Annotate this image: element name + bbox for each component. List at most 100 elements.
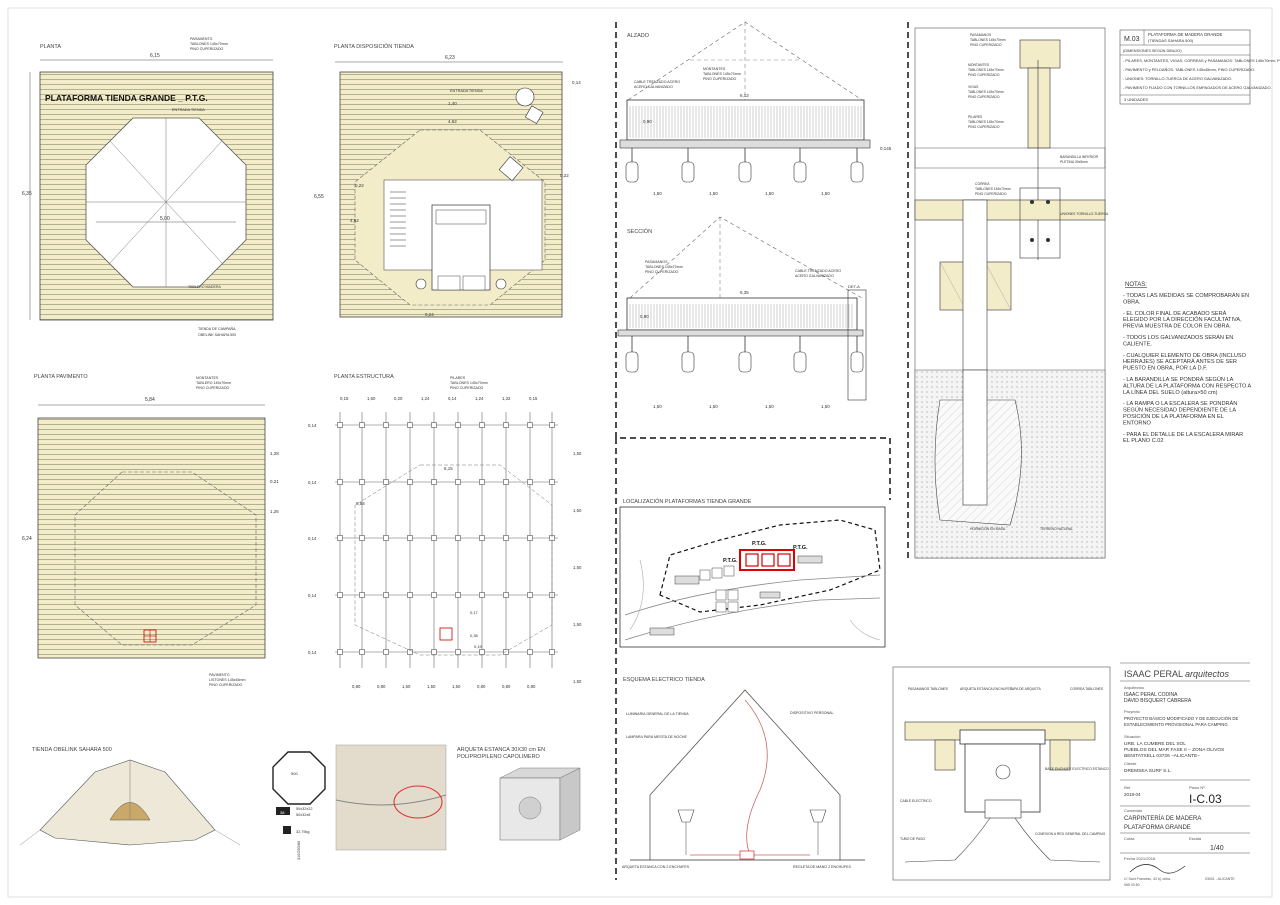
localizacion-label-3: P.T.G. [793, 545, 808, 551]
legend-item: - PAVIMENTO y PELDAÑOS: TABLONES 145x45m… [1123, 67, 1255, 72]
disposicion-dim-top: 6,23 [445, 55, 455, 61]
legend-code-desc-3: (DIMENSIONES SEGÚN DIBUJO) [1123, 48, 1182, 53]
title-block: ISAAC PERAL arquitectos Arquitectos ISAA… [1120, 662, 1250, 887]
seccion-note-a1: PASAMANOS [645, 260, 668, 264]
product-images: TIENDA OBELINK SAHARA 500 500 38 50x32x2… [19, 744, 581, 860]
arquitectos-label: Arquitectos [1124, 685, 1144, 690]
ref-label: Ref [1124, 785, 1131, 790]
estructura-top-dim: 0,14 [448, 396, 457, 401]
estructura-note-2: TABLONES 145x70mm [450, 381, 488, 385]
estructura-left-dim: 0,14 [308, 536, 317, 541]
disposicion-dim-c: 4,62 [350, 218, 359, 223]
estructura-top-dim: 0,20 [394, 396, 403, 401]
ptg-highlight [739, 549, 795, 571]
detail-label: TABLONES 145x70mm [968, 68, 1004, 72]
escala-label: Escala [1189, 836, 1202, 841]
arqueta-note: ARQUETA ESTANCA ENCHUFES [960, 687, 1013, 691]
detail-label: TABLONES 145x70mm [970, 38, 1006, 42]
alzado-railing [626, 99, 865, 141]
city: 03001 - ALICANTE [1205, 877, 1235, 881]
estructura-top-dim: 1,32 [502, 396, 511, 401]
studio-suffix: arquitectos [1185, 669, 1230, 679]
disposicion-dim-g: 0,14 [572, 80, 581, 85]
estructura-bottom-dim: 0,80 [377, 684, 386, 689]
estructura-top-dim: 1,24 [475, 396, 484, 401]
notes: NOTAS: - TODAS LAS MEDIDAS SE COMPROBARÁ… [1123, 282, 1252, 444]
planta-note-boards-1: TABLONES 145x70mm [190, 42, 228, 46]
estructura-bottom-dim: 0,80 [527, 684, 536, 689]
alzado-title: ALZADO [627, 33, 650, 39]
estructura-top-dim: 1,60 [367, 396, 376, 401]
localizacion-label-1: P.T.G. [723, 558, 738, 564]
planta-heading: PLATAFORMA TIENDA GRANDE _ P.T.G. [45, 93, 208, 103]
arqueta-detail: PASAMANOS TABLONES ARQUETA ESTANCA ENCHUF… [892, 666, 1111, 881]
site-location: LOCALIZACIÓN PLATAFORMAS TIENDA GRANDE P… [619, 498, 886, 648]
planta-title: PLANTA [40, 44, 61, 50]
arqueta-note: CONEXION A RED GENERAL DEL CAMPING [1035, 832, 1106, 836]
elevation-bottom-dim: 1,50 [653, 404, 662, 409]
estructura-left-dim: 0,14 [308, 593, 317, 598]
plan-pavimento: PLANTA PAVIMENTO 5,84 6,24 1,28 0,21 1,2… [22, 374, 279, 687]
alzado-note-a1: MONTANTES [703, 67, 726, 71]
estructura-right-dim: 1,50 [573, 622, 582, 627]
section-divider [615, 22, 891, 500]
disposicion-dim-d: 0,22 [355, 183, 364, 188]
legend-code: M.03 [1124, 36, 1140, 43]
arqueta-note: TAPA DE ARQUETA [1010, 687, 1041, 691]
disposicion-dim-f: 0,24 [425, 312, 434, 317]
planta-note-boards-2: PINO CUPERIZADO [190, 47, 224, 51]
elevation-bottom-dim: 1,50 [653, 191, 662, 196]
planta-note-floor-2: TABLERO MADERA [188, 285, 221, 289]
esquema-note: ARQUETA ESTANCA CON 2 ENCHUFES [622, 865, 690, 869]
product-spec-weight: 32,79kg [296, 830, 310, 834]
alzado-note-b2: ACERO GALVANIZADO [634, 85, 673, 89]
alzado-dim-h: 0,90 [643, 119, 652, 124]
detail-label: PINO CUPERIZADO [968, 95, 1000, 99]
signature [1129, 864, 1186, 874]
detail-label: PINO CUPERIZADO [968, 125, 1000, 129]
detail-label: HORMIGÓN EN MASA [970, 526, 1006, 531]
estructura-dim-h: 6,54 [356, 501, 365, 506]
estructura-bottom-dim: 0,80 [352, 684, 361, 689]
detail-label: PLETINA 30x5mm [1060, 160, 1088, 164]
arquitecto-1: ISAAC PERAL CODINA [1124, 692, 1178, 698]
elevation-bottom-dim: 1,50 [765, 191, 774, 196]
estructura-top-dim: 0,15 [340, 396, 349, 401]
electrical-scheme: ESQUEMA ELECTRICO TIENDA LUMINARIA GENER… [622, 677, 865, 869]
tent-photo [39, 759, 216, 846]
arqueta-note: PASAMANOS TABLONES [908, 687, 949, 691]
seccion-title: SECCIÓN [627, 228, 652, 235]
plan-estructura: PLANTA ESTRUCTURA PILARES TABLONES 145x7… [308, 374, 582, 689]
estructura-dim-s3: 0,19 [474, 644, 483, 649]
situacion-2: PUEBLOS DEL MAR FASE II – ZONA OLIVOS [1124, 747, 1224, 753]
contenido-2: PLATAFORMA GRANDE [1124, 825, 1191, 831]
pavimento-note-1: MONTANTES [196, 376, 219, 380]
estructura-bottom-dim: 1,50 [452, 684, 461, 689]
estructura-left-dim: 0,14 [308, 423, 317, 428]
seccion-detail: DET-A [848, 284, 860, 289]
plano-number: I-C.03 [1189, 792, 1222, 806]
proyecto-2: ESTABLECIMIENTO PROVISIONAL PARA CAMPING [1124, 722, 1228, 727]
plano-label: Plano Nº [1189, 785, 1205, 790]
estructura-right-dim: 1,50 [573, 508, 582, 513]
legend-units: 3 UNIDADES [1124, 97, 1148, 102]
estructura-right-dim: 1,50 [573, 451, 582, 456]
disposicion-dim-left: 6,55 [314, 194, 324, 200]
pavimento-dim-r2: 0,21 [270, 479, 279, 484]
detail-label: PILARES [968, 115, 983, 119]
plan-disposicion: PLANTA DISPOSICIÓN TIENDA 6,23 6,55 1,40… [314, 43, 581, 318]
disposicion-note: ENTRADA TIENDA [450, 89, 483, 93]
product-spec-dia: 500 [291, 771, 298, 776]
seccion-note-b2: ACERO GALVANIZADO [795, 274, 834, 278]
notas-title: NOTAS: [1125, 282, 1147, 288]
pavimento-dim-r1: 1,28 [270, 451, 279, 456]
alzado-dim-top: 6,13 [740, 93, 749, 98]
detail-label: BARANDILLA INFERIOR [1060, 155, 1099, 159]
estructura-bottom-dim: 0,80 [502, 684, 511, 689]
situacion-label: Situación [1124, 734, 1140, 739]
disposicion-dim-b: 4,62 [448, 119, 457, 124]
